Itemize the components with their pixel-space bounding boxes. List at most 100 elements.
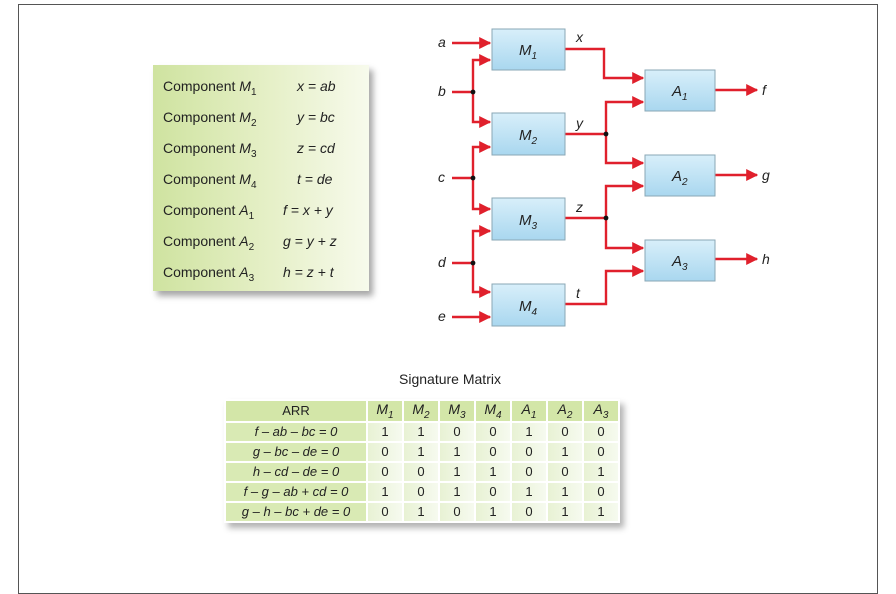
arr-label: g – bc – de = 0 bbox=[226, 442, 366, 461]
input-label-e: e bbox=[438, 308, 446, 324]
matrix-col-header: M4 bbox=[476, 401, 510, 421]
matrix-cell: 1 bbox=[440, 482, 474, 501]
column-name: M bbox=[484, 401, 497, 417]
wire-b-to-m1 bbox=[471, 54, 492, 92]
component-name: A bbox=[239, 202, 249, 218]
component-subscript: 3 bbox=[248, 272, 255, 284]
wire-d-to-m4 bbox=[471, 263, 492, 298]
component-name: M bbox=[239, 78, 251, 94]
column-subscript: 3 bbox=[602, 409, 609, 421]
definition-row: Component M2 y = bc bbox=[153, 107, 369, 129]
junction-dot bbox=[603, 131, 609, 137]
input-label-d: d bbox=[438, 254, 447, 270]
component-definitions-panel: Component M1 x = ab Component M2 y = bc … bbox=[153, 65, 369, 291]
matrix-row: g – h – bc + de = 0 0 1 0 1 0 1 1 bbox=[226, 502, 618, 521]
signature-matrix-table: ARR M1 M2 M3 M4 A1 A2 A3 f – ab – bc = 0… bbox=[224, 399, 620, 523]
matrix-cell: 0 bbox=[584, 422, 618, 441]
multiplier-box-m2 bbox=[491, 112, 566, 156]
output-label-f: f bbox=[762, 82, 768, 98]
component-subscript: 1 bbox=[248, 210, 255, 222]
column-subscript: 2 bbox=[424, 409, 430, 421]
signal-label-t: t bbox=[576, 285, 581, 301]
wire-y-to-a1 bbox=[604, 96, 645, 134]
matrix-cell: 0 bbox=[512, 442, 546, 461]
matrix-col-header: M3 bbox=[440, 401, 474, 421]
a3-label: A3 bbox=[671, 253, 688, 273]
a1-label: A1 bbox=[671, 83, 688, 103]
output-label-h: h bbox=[762, 251, 770, 267]
matrix-cell: 1 bbox=[368, 422, 402, 441]
definition-row: Component M1 x = ab bbox=[153, 76, 369, 98]
multiplier-box-m3 bbox=[491, 197, 566, 241]
signal-label-y: y bbox=[575, 115, 584, 131]
matrix-col-header: A2 bbox=[548, 401, 582, 421]
matrix-cell: 1 bbox=[440, 462, 474, 481]
junction-dot bbox=[470, 89, 476, 95]
matrix-cell: 0 bbox=[548, 462, 582, 481]
matrix-cell: 1 bbox=[440, 442, 474, 461]
m2-label: M2 bbox=[519, 127, 538, 147]
wire-c-to-m3 bbox=[471, 178, 492, 215]
input-label-c: c bbox=[438, 169, 445, 185]
signal-label-z: z bbox=[575, 199, 583, 215]
component-name: M bbox=[239, 140, 251, 156]
matrix-cell: 1 bbox=[512, 422, 546, 441]
matrix-cell: 0 bbox=[512, 462, 546, 481]
definition-row: Component A3 h = z + t bbox=[153, 262, 369, 284]
input-label-a: a bbox=[438, 34, 446, 50]
adder-box-a2 bbox=[644, 154, 716, 197]
definition-label: Component bbox=[163, 171, 236, 187]
definition-equation: h = z + t bbox=[283, 264, 334, 280]
matrix-cell: 0 bbox=[548, 422, 582, 441]
matrix-cell: 0 bbox=[368, 502, 402, 521]
column-name: M bbox=[376, 401, 389, 417]
definition-row: Component A1 f = x + y bbox=[153, 200, 369, 222]
junction-dot bbox=[470, 175, 476, 181]
component-name: A bbox=[239, 264, 249, 280]
matrix-cell: 1 bbox=[404, 502, 438, 521]
matrix-col-header: M2 bbox=[404, 401, 438, 421]
matrix-cell: 1 bbox=[584, 502, 618, 521]
wire-z-to-a3 bbox=[604, 218, 645, 254]
junction-dot bbox=[603, 215, 609, 221]
matrix-title: Signature Matrix bbox=[399, 371, 501, 387]
definition-equation: g = y + z bbox=[283, 233, 337, 249]
matrix-cell: 1 bbox=[404, 442, 438, 461]
matrix-col-header: A3 bbox=[584, 401, 618, 421]
matrix-cell: 0 bbox=[476, 442, 510, 461]
definition-row: Component M4 t = de bbox=[153, 169, 369, 191]
column-subscript: 3 bbox=[460, 409, 466, 421]
column-name: A bbox=[557, 401, 567, 417]
definition-label: Component bbox=[163, 233, 236, 249]
column-name: A bbox=[593, 401, 603, 417]
matrix-cell: 0 bbox=[404, 462, 438, 481]
definition-equation: z = cd bbox=[297, 140, 335, 156]
component-subscript: 3 bbox=[250, 148, 257, 160]
matrix-cell: 1 bbox=[548, 442, 582, 461]
wire-y-to-a2 bbox=[604, 134, 645, 169]
matrix-cell: 1 bbox=[548, 482, 582, 501]
matrix-cell: 0 bbox=[368, 462, 402, 481]
component-subscript: 4 bbox=[250, 179, 257, 191]
definition-label: Component bbox=[163, 109, 236, 125]
matrix-cell: 1 bbox=[476, 462, 510, 481]
multiplier-box-m4 bbox=[491, 283, 566, 327]
matrix-cell: 0 bbox=[476, 482, 510, 501]
matrix-cell: 1 bbox=[512, 482, 546, 501]
matrix-col-header: A1 bbox=[512, 401, 546, 421]
definition-row: Component M3 z = cd bbox=[153, 138, 369, 160]
junction-dot bbox=[470, 260, 476, 266]
component-name: M bbox=[239, 109, 251, 125]
matrix-row: f – ab – bc = 0 1 1 0 0 1 0 0 bbox=[226, 422, 618, 441]
m4-label: M4 bbox=[519, 298, 538, 318]
matrix-cell: 0 bbox=[584, 482, 618, 501]
matrix-row: g – bc – de = 0 0 1 1 0 0 1 0 bbox=[226, 442, 618, 461]
m3-label: M3 bbox=[519, 212, 538, 232]
definition-equation: y = bc bbox=[297, 109, 335, 125]
matrix-cell: 0 bbox=[584, 442, 618, 461]
column-subscript: 1 bbox=[530, 409, 537, 421]
column-subscript: 1 bbox=[388, 409, 394, 421]
matrix-header-row: ARR M1 M2 M3 M4 A1 A2 A3 bbox=[226, 401, 618, 421]
component-subscript: 2 bbox=[250, 117, 257, 129]
column-subscript: 4 bbox=[496, 409, 502, 421]
